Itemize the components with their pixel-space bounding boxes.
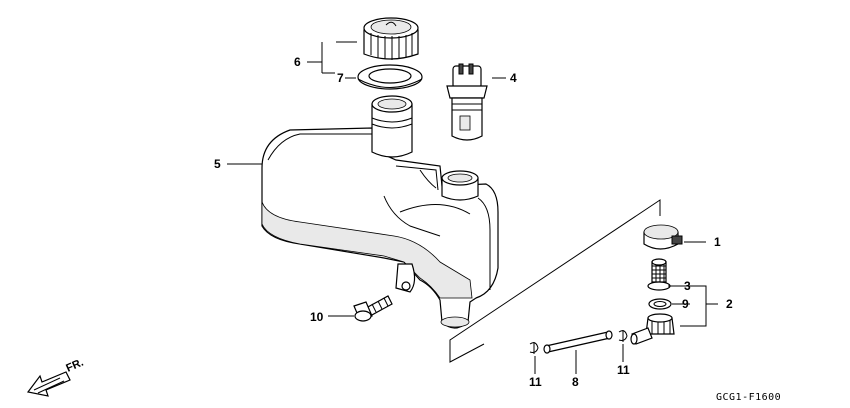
sensor-part	[446, 63, 488, 141]
gasket-part	[357, 64, 423, 90]
clamp-part	[643, 224, 683, 250]
callout-5: 5	[214, 157, 221, 171]
callout-8: 8	[572, 375, 579, 389]
strainer-part	[647, 258, 671, 291]
callout-3: 3	[684, 279, 691, 293]
clip-part-right	[618, 330, 628, 342]
leader-lines	[227, 41, 718, 374]
o-ring-part	[648, 298, 672, 310]
clip-part-left	[529, 342, 539, 354]
callout-10: 10	[310, 310, 324, 324]
bolt-part	[353, 295, 393, 322]
diagram-code: GCG1-F1600	[716, 392, 781, 403]
callout-7: 7	[337, 71, 344, 85]
filler-cap-part	[363, 17, 419, 60]
front-direction-arrow-icon	[26, 371, 71, 397]
callout-1: 1	[714, 235, 721, 249]
explode-guide-line	[449, 199, 661, 363]
tube-part	[543, 330, 613, 354]
callout-9: 9	[682, 297, 689, 311]
callout-4: 4	[510, 71, 517, 85]
front-direction-label: FR.	[64, 357, 85, 375]
tank-part	[261, 95, 499, 329]
callout-2: 2	[726, 297, 733, 311]
callout-6: 6	[294, 55, 301, 69]
joint-part	[630, 313, 675, 345]
callout-11-left: 11	[529, 375, 542, 389]
callout-11-right: 11	[617, 363, 630, 377]
